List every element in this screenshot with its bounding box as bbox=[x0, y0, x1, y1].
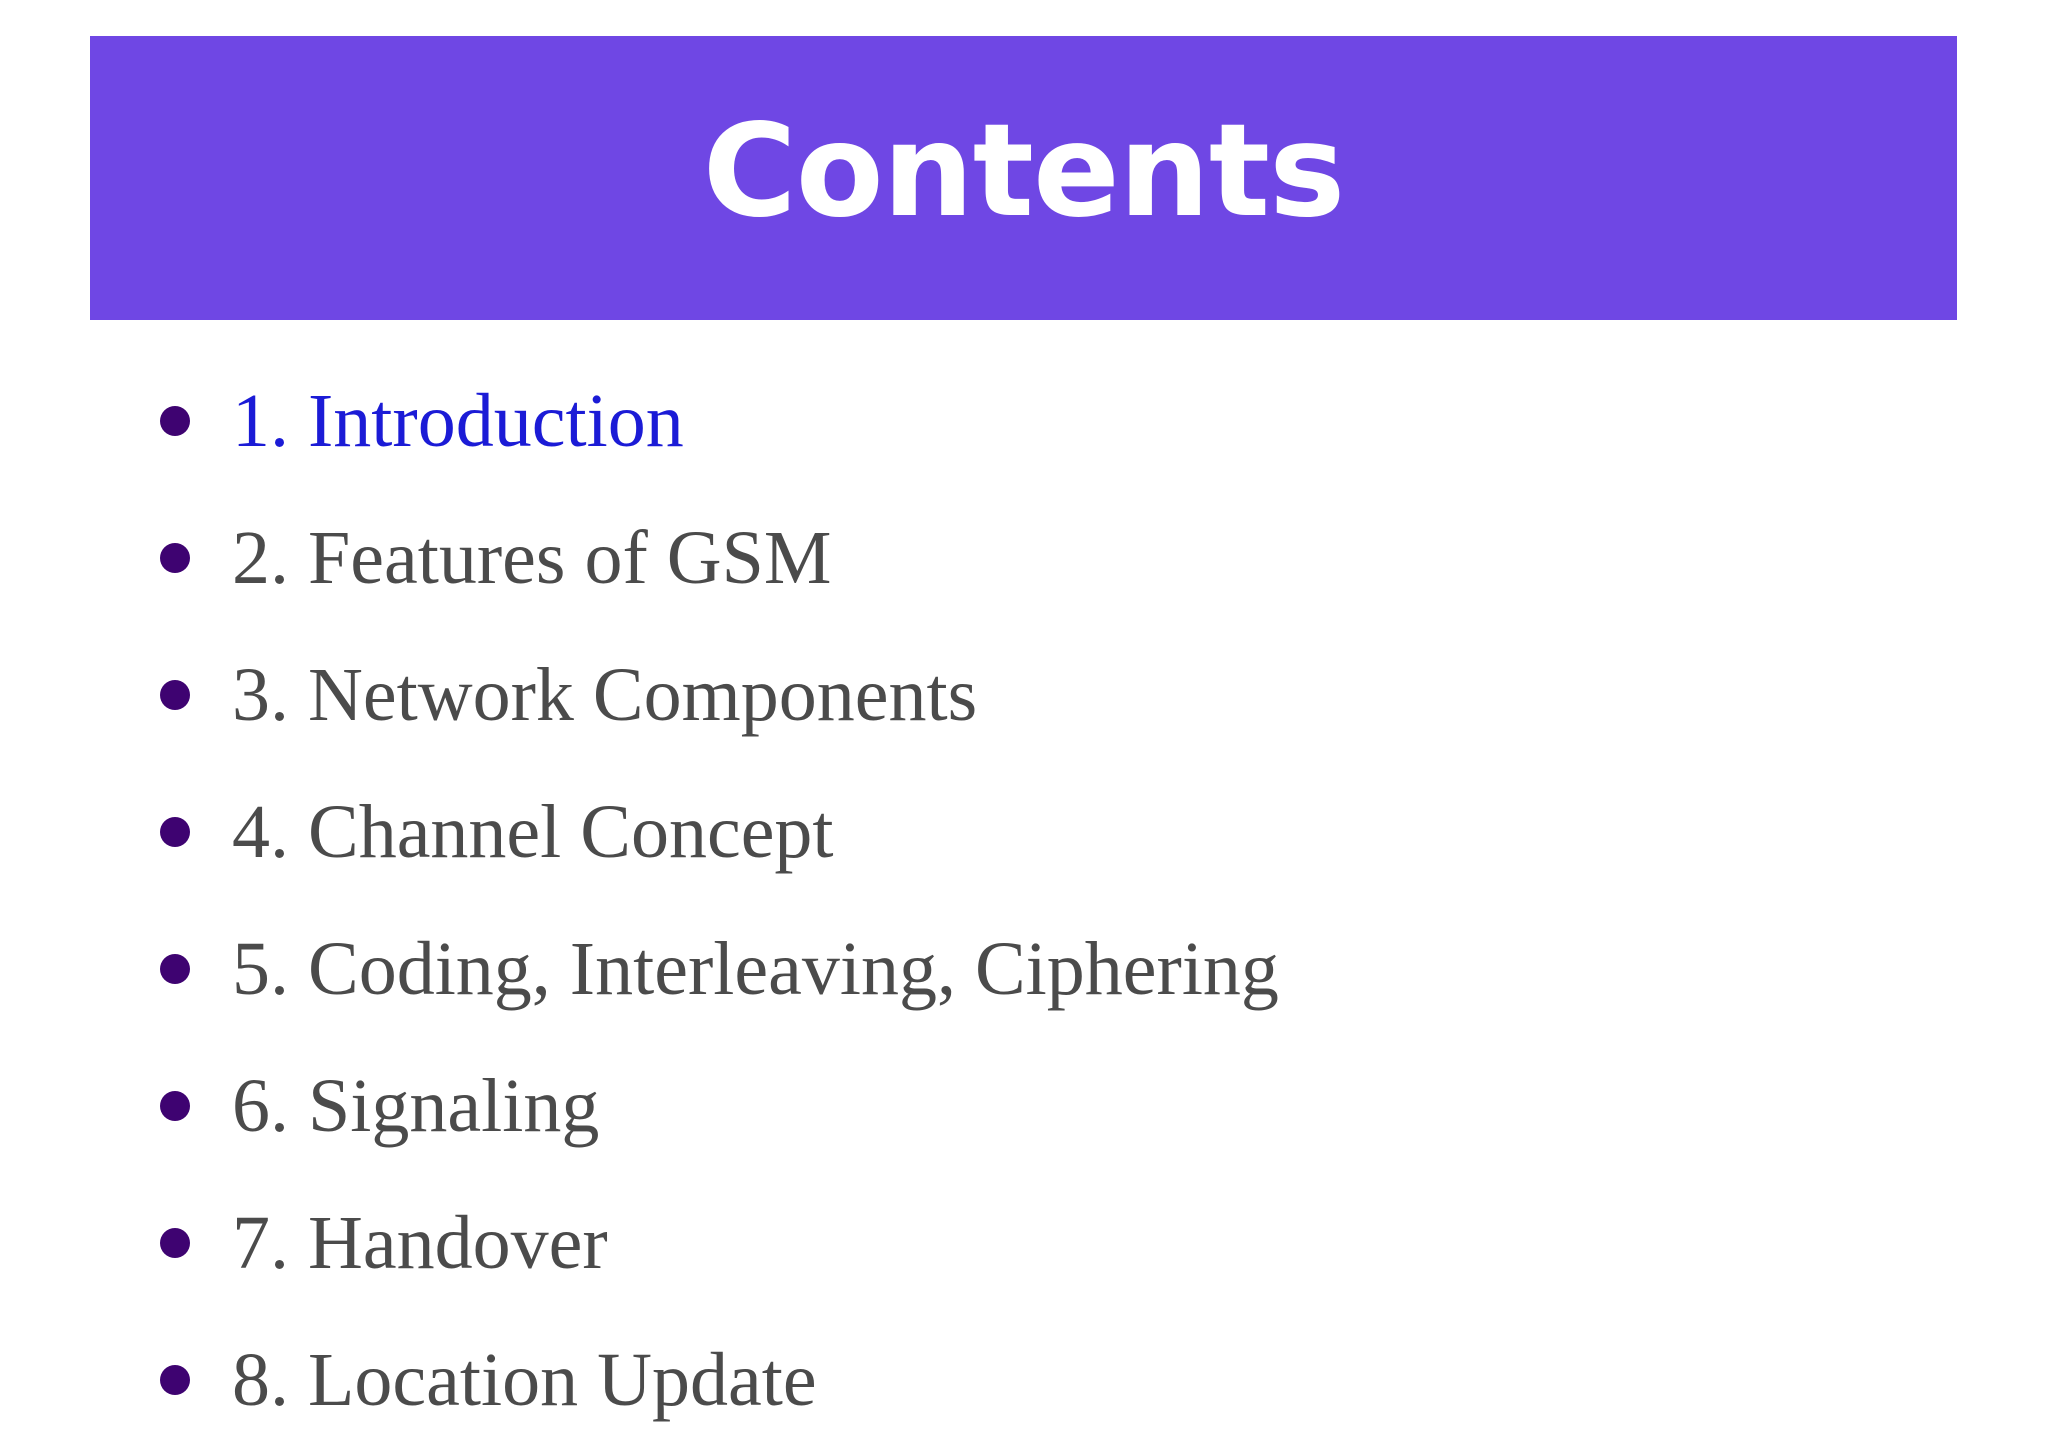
contents-list: 1. Introduction 2. Features of GSM 3. Ne… bbox=[0, 352, 2048, 1448]
bullet-icon bbox=[160, 542, 190, 573]
list-item-label: 7. Handover bbox=[232, 1200, 608, 1285]
bullet-icon bbox=[160, 816, 190, 847]
list-item[interactable]: 3. Network Components bbox=[0, 626, 2048, 763]
list-item-label: 3. Network Components bbox=[232, 652, 978, 737]
list-item[interactable]: 7. Handover bbox=[0, 1174, 2048, 1311]
list-item-label: 5. Coding, Interleaving, Ciphering bbox=[232, 926, 1279, 1011]
title-banner: Contents bbox=[90, 36, 1957, 320]
bullet-icon bbox=[160, 1090, 190, 1121]
list-item[interactable]: 2. Features of GSM bbox=[0, 489, 2048, 626]
list-item[interactable]: 4. Channel Concept bbox=[0, 763, 2048, 900]
page-title: Contents bbox=[702, 97, 1345, 246]
list-item[interactable]: 5. Coding, Interleaving, Ciphering bbox=[0, 900, 2048, 1037]
list-item-label: 6. Signaling bbox=[232, 1063, 600, 1148]
bullet-icon bbox=[160, 1227, 190, 1258]
list-item-label: 8. Location Update bbox=[232, 1337, 817, 1422]
list-item-label: 4. Channel Concept bbox=[232, 789, 834, 874]
list-item[interactable]: 1. Introduction bbox=[0, 352, 2048, 489]
list-item-label: 2. Features of GSM bbox=[232, 515, 832, 600]
list-item-label: 1. Introduction bbox=[232, 378, 684, 463]
list-item[interactable]: 8. Location Update bbox=[0, 1311, 2048, 1448]
bullet-icon bbox=[160, 405, 190, 436]
bullet-icon bbox=[160, 679, 190, 710]
bullet-icon bbox=[160, 1364, 190, 1395]
list-item[interactable]: 6. Signaling bbox=[0, 1037, 2048, 1174]
bullet-icon bbox=[160, 953, 190, 984]
